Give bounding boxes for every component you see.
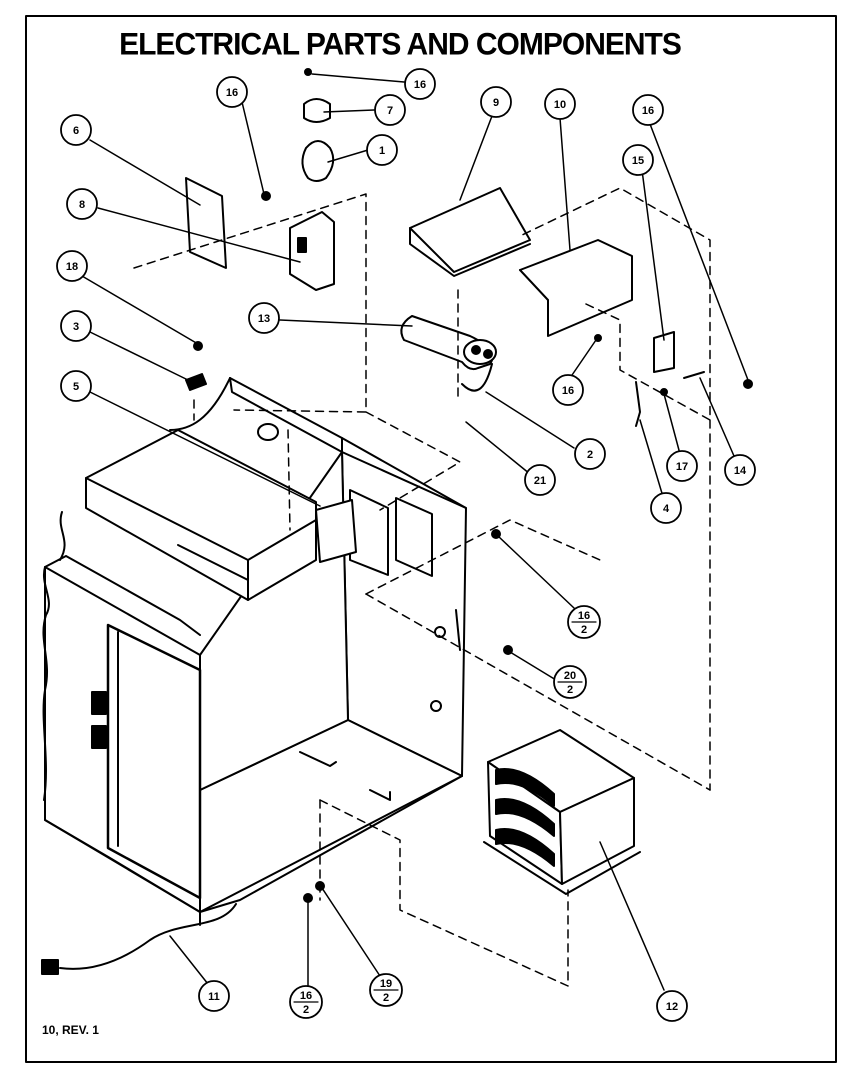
svg-text:17: 17 (676, 461, 688, 473)
transformer-part (483, 729, 641, 895)
dashed-guide-lines (133, 187, 711, 987)
page-title: ELECTRICAL PARTS AND COMPONENTS (119, 27, 682, 62)
page-border (25, 15, 837, 1063)
svg-text:16: 16 (578, 610, 590, 622)
bracket-parts (409, 187, 633, 337)
svg-text:10: 10 (554, 99, 566, 111)
svg-text:16: 16 (300, 990, 312, 1002)
svg-text:18: 18 (66, 261, 78, 273)
svg-text:2: 2 (303, 1004, 309, 1016)
callout-1: 1 (366, 134, 398, 166)
callout-18: 18 (56, 250, 88, 282)
callout-6: 6 (60, 114, 92, 146)
svg-text:3: 3 (73, 321, 79, 333)
svg-text:6: 6 (73, 125, 79, 137)
svg-text:20: 20 (564, 670, 576, 682)
svg-text:13: 13 (258, 313, 270, 325)
svg-text:2: 2 (567, 684, 573, 696)
callout-11: 11 (198, 980, 230, 1012)
svg-text:5: 5 (73, 381, 79, 393)
revision-label: 10, REV. 1 (42, 1023, 99, 1037)
svg-text:11: 11 (208, 991, 220, 1003)
svg-text:4: 4 (663, 503, 670, 515)
svg-text:19: 19 (380, 978, 392, 990)
svg-text:16: 16 (414, 79, 426, 91)
callout-21: 21 (524, 464, 556, 496)
callout-16: 16 (632, 94, 664, 126)
svg-text:9: 9 (493, 97, 499, 109)
callout-5: 5 (60, 370, 92, 402)
svg-text:2: 2 (581, 624, 587, 636)
callout-17: 17 (666, 450, 698, 482)
svg-text:16: 16 (642, 105, 654, 117)
svg-text:1: 1 (379, 145, 385, 157)
svg-text:16: 16 (226, 87, 238, 99)
svg-text:2: 2 (383, 992, 389, 1004)
callout-7: 7 (374, 94, 406, 126)
callout-16: 16 (552, 374, 584, 406)
svg-text:8: 8 (79, 199, 85, 211)
svg-text:16: 16 (562, 385, 574, 397)
svg-text:12: 12 (666, 1001, 678, 1013)
callout-20-over-2: 20 2 (553, 665, 587, 699)
callout-9: 9 (480, 86, 512, 118)
callout-15: 15 (622, 144, 654, 176)
cabinet-assembly (42, 377, 467, 926)
lamp-parts (185, 98, 335, 291)
svg-text:14: 14 (734, 465, 747, 477)
callout-16-over-2: 16 2 (289, 985, 323, 1019)
callout-3: 3 (60, 310, 92, 342)
callout-10: 10 (544, 88, 576, 120)
callout-19-over-2: 19 2 (369, 973, 403, 1007)
leader-lines (81, 73, 749, 991)
callout-16-over-2: 16 2 (567, 605, 601, 639)
svg-text:21: 21 (534, 475, 546, 487)
callout-16: 16 (404, 68, 436, 100)
callout-labels: 16 7 16 1 6 8 18 3 5 9 10 16 15 13 16 2 … (56, 68, 756, 1022)
callout-8: 8 (66, 188, 98, 220)
callout-14: 14 (724, 454, 756, 486)
svg-text:7: 7 (387, 105, 393, 117)
callout-2: 2 (574, 438, 606, 470)
callout-16: 16 (216, 76, 248, 108)
callout-13: 13 (248, 302, 280, 334)
power-cord (41, 903, 237, 975)
small-parts (185, 68, 753, 903)
callout-4: 4 (650, 492, 682, 524)
callout-12: 12 (656, 990, 688, 1022)
svg-text:15: 15 (632, 155, 644, 167)
svg-text:2: 2 (587, 449, 593, 461)
capacitor-part (400, 315, 497, 392)
